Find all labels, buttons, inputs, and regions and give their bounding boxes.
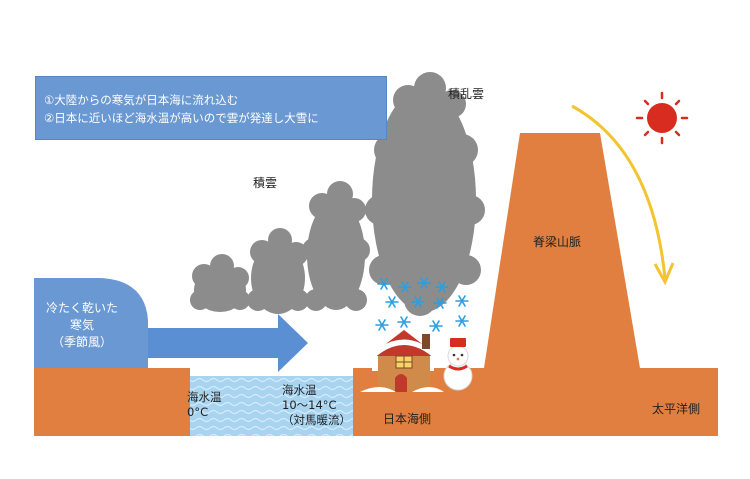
explanation-line-1: ①大陸からの寒気が日本海に流れ込む [44,93,239,107]
snowfall [375,277,469,332]
mountain-range-label: 脊梁山脈 [533,235,582,249]
sea-temp-warm: 海水温 10〜14°C （対馬暖流） [282,383,351,428]
cold-air-mass [34,278,148,368]
sea-temp-cold-value: 0°C [187,405,209,419]
cold-air-line-3: （季節風） [51,335,112,349]
cumulonimbus-label: 積乱雲 [448,87,485,101]
pacific-side-label: 太平洋側 [652,402,701,416]
tsushima-current-label: （対馬暖流） [282,413,351,427]
cumulonimbus-cloud [365,72,485,316]
cumulus-cloud-3 [302,181,370,311]
explanation-line-2: ②日本に近いほど海水温が高いので雲が発達し大雪に [44,111,319,125]
descending-wind-arrow [571,104,667,279]
cold-air-line-2: 寒気 [69,318,94,332]
cumulus-cloud-2 [247,228,309,314]
sun-icon [635,91,689,145]
continent-land [34,368,190,436]
sea-temp-cold: 海水温 0°C [187,390,222,420]
snowman-icon [443,338,473,391]
sea [180,376,365,436]
japan-sea-side-label: 日本海側 [383,412,432,426]
sea-temp-warm-label: 海水温 [282,383,317,397]
cold-air-line-1: 冷たく乾いた [45,301,118,315]
wind-arrow [148,314,308,372]
explanation-box: ①大陸からの寒気が日本海に流れ込む ②日本に近いほど海水温が高いので雲が発達し大… [35,76,387,140]
cumulus-cloud-1 [190,254,250,312]
japan-land [353,133,718,436]
cold-air-label: 冷たく乾いた 寒気 （季節風） [36,300,128,351]
descending-wind-arrowhead [653,262,675,286]
snowy-house-icon [360,330,444,392]
sea-temp-warm-value: 10〜14°C [282,398,337,412]
sea-temp-cold-label: 海水温 [187,390,222,404]
cumulus-label: 積雲 [253,176,278,190]
